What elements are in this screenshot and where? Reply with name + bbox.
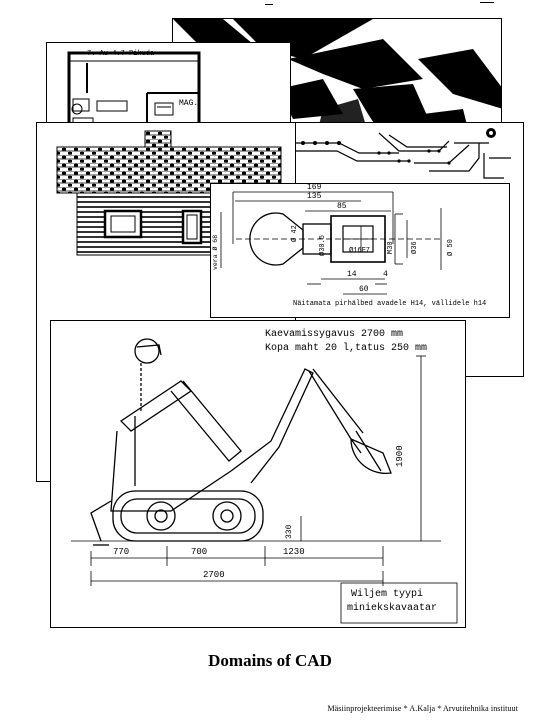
page-caption: Domains of CAD (208, 651, 332, 670)
dim-total-2700: 2700 (203, 570, 225, 580)
dim-diam-16f7: Ø16F7 (349, 247, 371, 255)
dim-770: 770 (113, 547, 130, 557)
dim-diam-30-5: Ø30.5 (319, 234, 327, 256)
dim-diam-68: vera Ø 68 (212, 234, 219, 270)
floor-plan-mag-label: MAG. (179, 99, 199, 108)
scan-mark (480, 2, 494, 3)
dim-135: 135 (307, 192, 322, 201)
dim-diam-50: Ø 50 (447, 239, 455, 256)
dim-diam-42: Ø 42 (291, 225, 299, 242)
excavator-drawing-sheet: Kaevamissygavus 2700 mm Kopa maht 20 l,t… (50, 320, 466, 628)
dim-14: 14 (347, 270, 357, 279)
title-block-line1: Wiljem tyypi (351, 589, 424, 600)
dim-m30: M30 (387, 241, 395, 254)
mechanical-part-sheet: 169 135 85 Ø 42 Ø30.5 Ø16F7 M30 Ø36 Ø 50… (210, 183, 510, 318)
dim-clearance-330: 330 (285, 524, 294, 539)
dim-height-1900: 1900 (395, 445, 405, 467)
dim-4: 4 (383, 270, 388, 279)
dim-1230: 1230 (283, 547, 305, 557)
page-footer: Mäsiinprojekteerimise * A.Kalja * Arvuti… (327, 704, 518, 713)
scan-mark (265, 4, 273, 5)
part-drawing (220, 191, 442, 295)
part-tolerance-note: Näitamata pirhälbed avadele H14, vällide… (293, 300, 487, 308)
dim-60: 60 (359, 285, 369, 294)
dim-169: 169 (307, 183, 322, 192)
excavator-spec-bucket: Kopa maht 20 l,tatus 250 mm (265, 343, 428, 354)
excavator-drawing (71, 338, 458, 624)
dim-diam-36: Ø36 (411, 241, 419, 254)
pcb-layout-drawing (287, 128, 511, 179)
dim-85: 85 (337, 202, 347, 211)
title-block-line2: miniekskavaatar (347, 603, 438, 614)
dim-700: 700 (191, 547, 208, 557)
floor-plan-room-label: 7. Au 4.7 Pikuda (87, 50, 155, 58)
excavator-spec-depth: Kaevamissygavus 2700 mm (265, 329, 404, 340)
